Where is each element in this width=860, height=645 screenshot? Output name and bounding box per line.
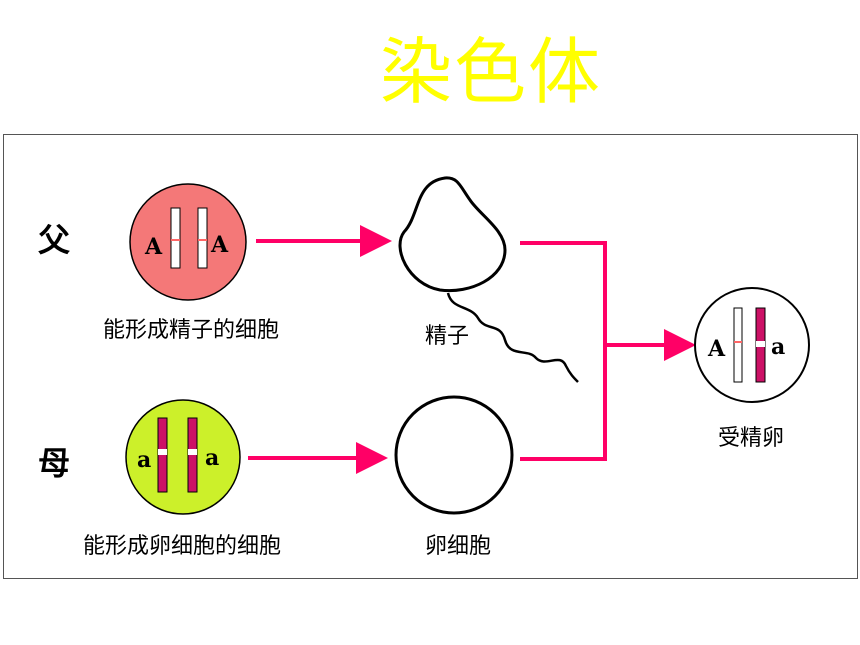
fertilization-merge-line bbox=[520, 241, 607, 461]
father-allele-1: A bbox=[144, 234, 163, 260]
mother-centromere-2 bbox=[188, 449, 197, 455]
father-chromosome-1 bbox=[170, 207, 181, 269]
zygote-allele-2: a bbox=[771, 334, 785, 360]
father-cell: A A bbox=[129, 183, 247, 301]
father-chromosome-2 bbox=[197, 207, 208, 269]
sperm-tail bbox=[446, 292, 579, 383]
mother-allele-2: a bbox=[205, 445, 219, 471]
sperm-caption: 精子 bbox=[425, 324, 470, 349]
father-label: 父 bbox=[38, 221, 71, 259]
zygote-caption: 受精卵 bbox=[718, 426, 785, 451]
zygote-chromosome-dominant bbox=[733, 307, 743, 383]
zygote: A a bbox=[694, 287, 810, 403]
diagram-frame bbox=[3, 134, 858, 579]
sperm bbox=[398, 176, 579, 383]
zygote-cell-body bbox=[694, 287, 810, 403]
mother-cell: a a bbox=[125, 399, 241, 515]
mother-allele-1: a bbox=[137, 447, 151, 473]
egg-caption: 卵细胞 bbox=[425, 534, 492, 559]
zygote-centromere-recessive bbox=[756, 341, 765, 347]
mother-label: 母 bbox=[38, 444, 71, 482]
father-allele-2: A bbox=[210, 232, 229, 258]
father-cell-body bbox=[129, 183, 247, 301]
father-cell-caption: 能形成精子的细胞 bbox=[103, 318, 280, 343]
mother-centromere-1 bbox=[158, 449, 167, 455]
mother-cell-caption: 能形成卵细胞的细胞 bbox=[83, 534, 282, 559]
slide-title: 染色体 bbox=[380, 30, 603, 114]
mother-cell-body bbox=[125, 399, 241, 515]
sperm-head bbox=[398, 176, 507, 293]
egg-cell bbox=[394, 395, 514, 515]
zygote-allele-1: A bbox=[707, 336, 726, 362]
